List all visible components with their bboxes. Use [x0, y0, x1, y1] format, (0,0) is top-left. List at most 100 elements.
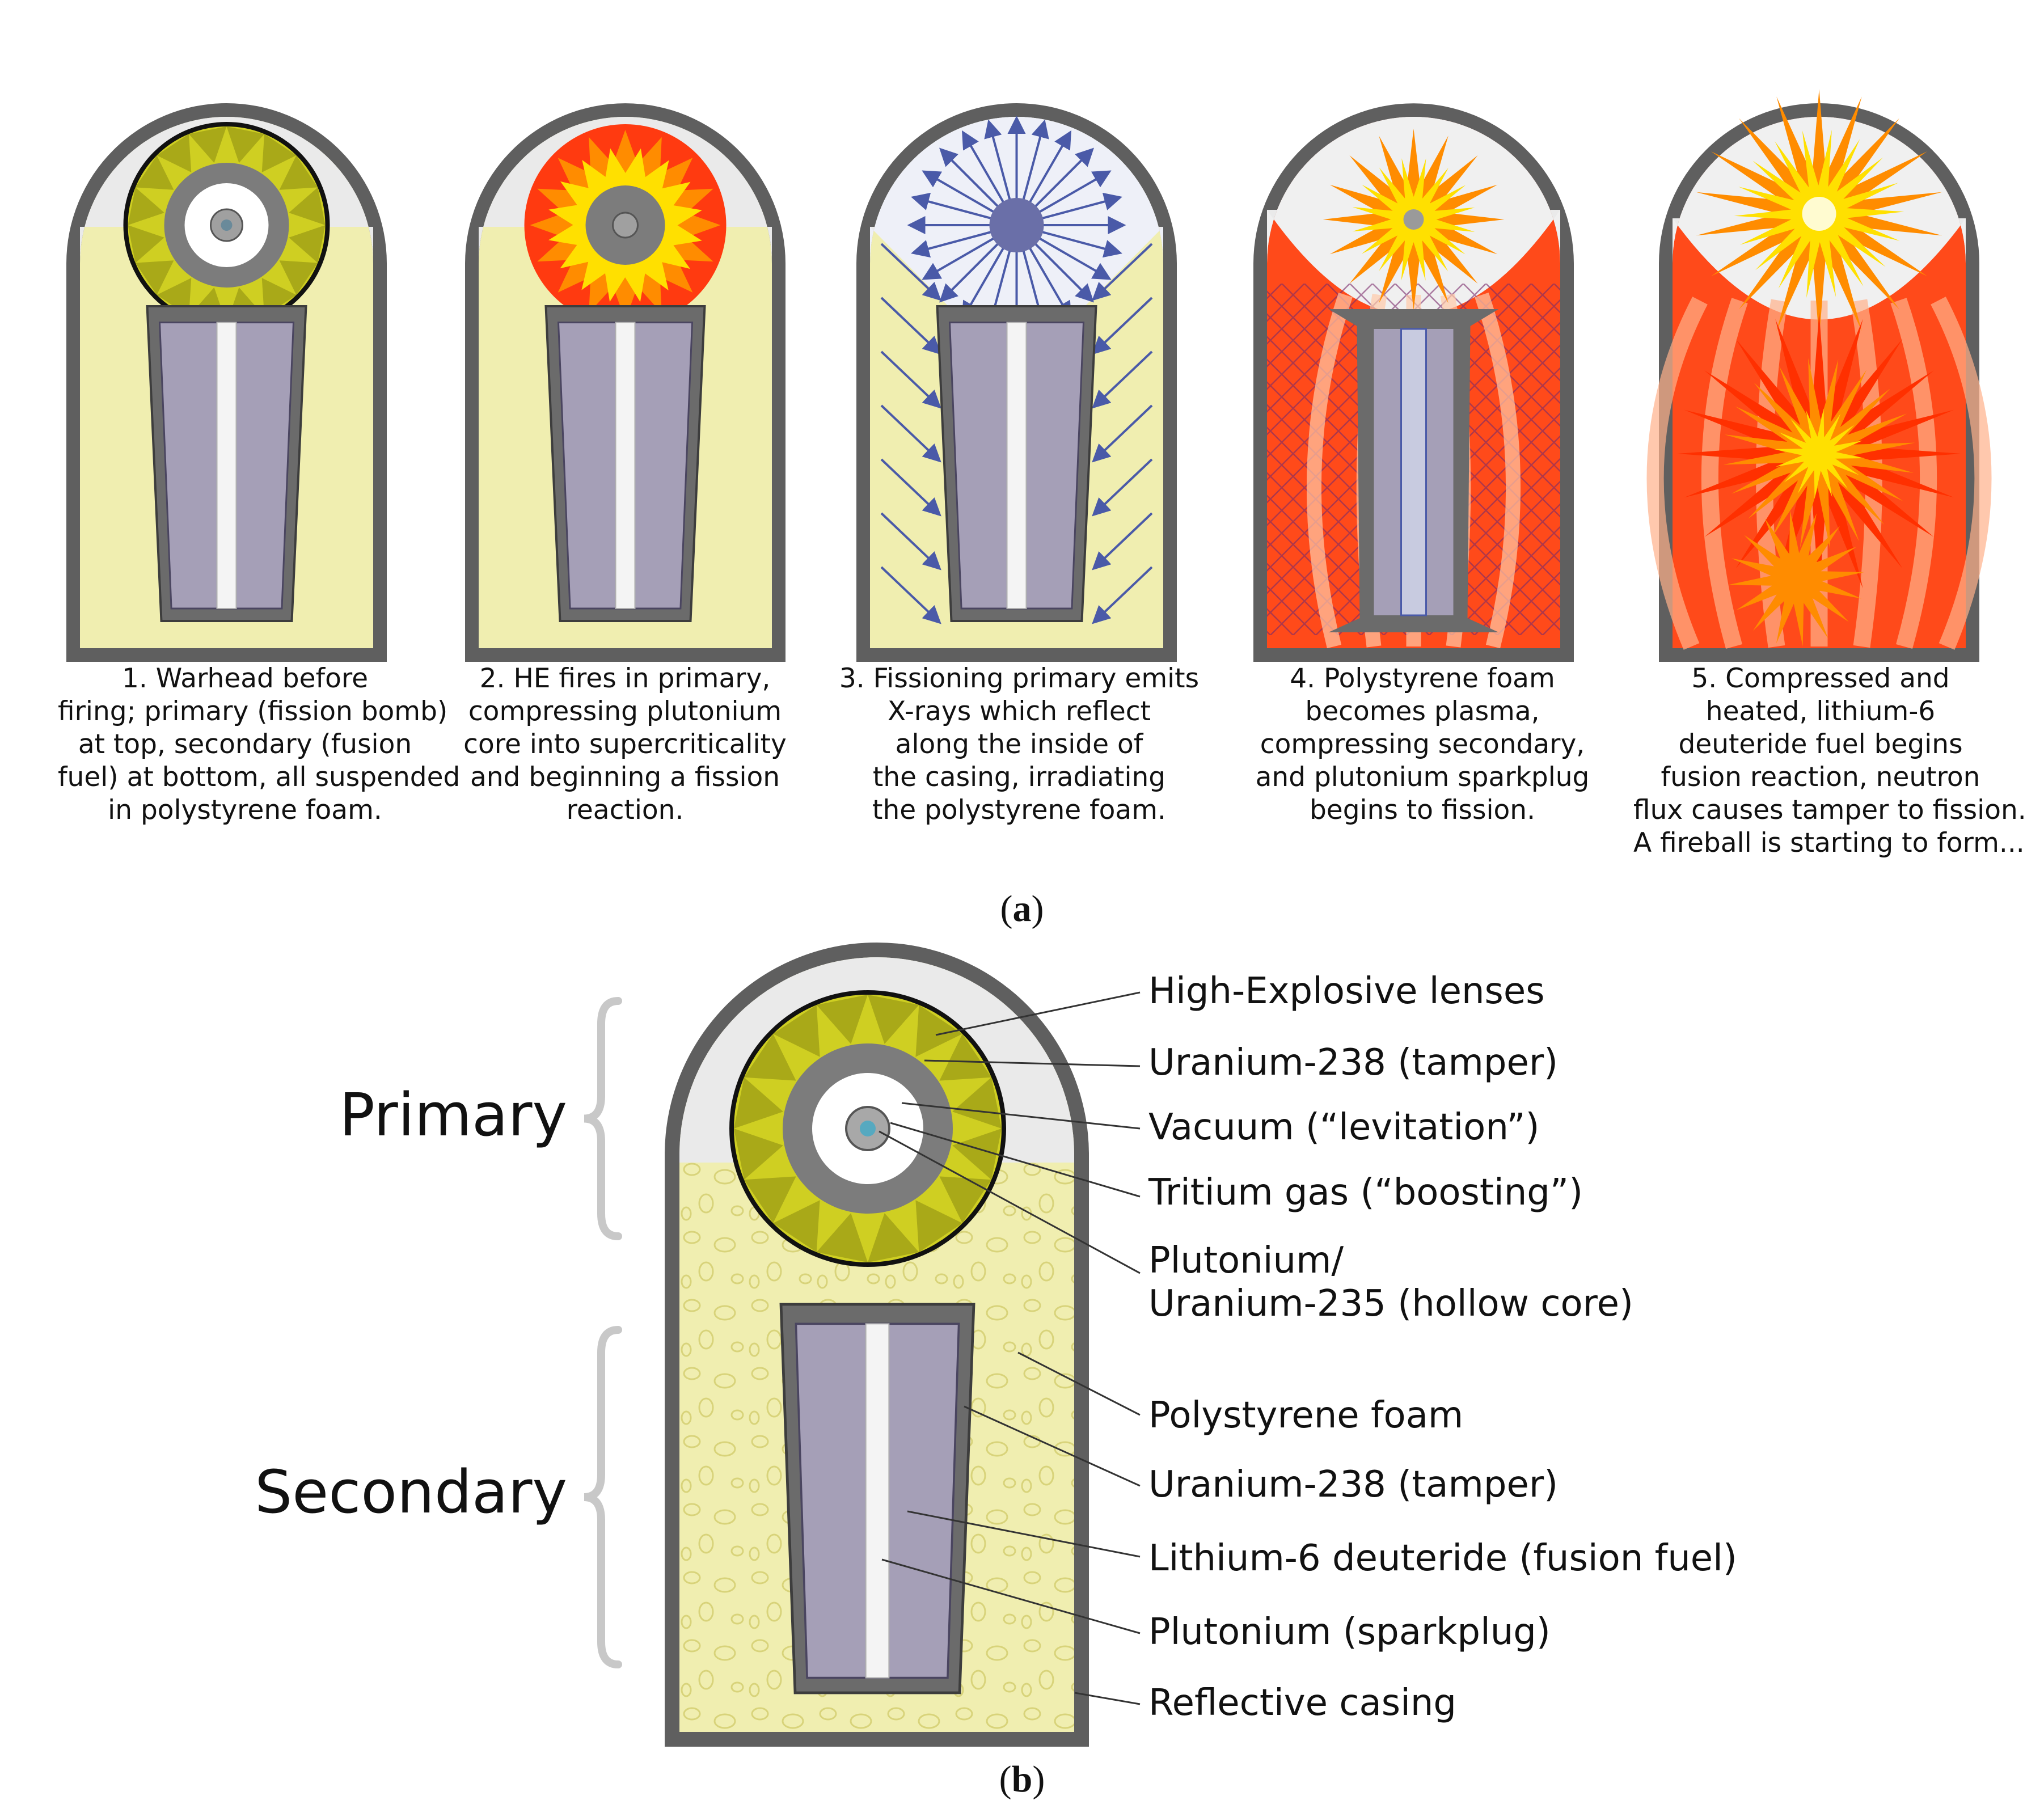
callout-vacuum: Vacuum (“levitation”)	[1148, 1106, 1540, 1149]
callout-line: Plutonium/	[1148, 1240, 1344, 1282]
caption-line: 5. Compressed and	[1691, 663, 1950, 694]
caption-line: 4. Polystyrene foam	[1290, 663, 1555, 694]
callout-tritium-gas: Tritium gas (“boosting”)	[1148, 1171, 1583, 1214]
callout-reflective-casing: Reflective casing	[1148, 1681, 1456, 1725]
leader-line	[881, 1558, 1141, 1634]
stage-4-drawing	[1253, 103, 1574, 662]
callout-u238-tamper-primary: Uranium-238 (tamper)	[1148, 1041, 1558, 1084]
he-lens-wedge	[135, 155, 174, 190]
leader-line	[935, 991, 1141, 1036]
plasma-stream	[1475, 292, 1521, 649]
he-lens-wedge	[939, 1034, 991, 1081]
tritium-gas	[221, 219, 233, 231]
reflected-xray	[880, 243, 941, 301]
callout-lithium-deuteride: Lithium-6 deuteride (fusion fuel)	[1148, 1537, 1737, 1580]
reflected-xray	[880, 458, 941, 517]
panel-a-stage-drawings	[66, 89, 1992, 662]
primary-remnant	[1403, 209, 1424, 230]
caption-line: begins to fission.	[1309, 795, 1536, 826]
caption-line: along the inside of	[895, 729, 1143, 760]
he-lens-wedge	[952, 1077, 1002, 1129]
caption-line: 1. Warhead before	[121, 663, 369, 694]
reflected-xray	[1092, 458, 1153, 517]
leader-line	[1074, 1692, 1141, 1705]
caption-line: core into supercriticality	[463, 729, 787, 760]
callout-plutonium-core: Plutonium/Uranium-235 (hollow core)	[1148, 1239, 1633, 1325]
plasma-stream	[1701, 298, 1748, 649]
he-lens-wedge	[289, 187, 326, 225]
plutonium-core	[612, 212, 639, 239]
reflected-xray	[880, 404, 941, 463]
plasma-stream	[1306, 292, 1353, 649]
callout-line: Reflective casing	[1148, 1682, 1457, 1724]
fireball-core	[1802, 197, 1836, 231]
he-lens-wedge	[734, 1077, 783, 1129]
he-lens-wedge	[915, 1005, 962, 1057]
callout-line: High-Explosive lenses	[1148, 970, 1545, 1012]
caption-line: X-rays which reflect	[887, 696, 1151, 727]
caption-line: compressing secondary,	[1260, 729, 1585, 760]
reflected-xray	[880, 350, 941, 409]
he-lens-wedge	[744, 1176, 796, 1223]
panel-a-label: (a)	[1000, 888, 1044, 929]
he-lens-wedge	[773, 1005, 820, 1057]
callout-polystyrene-foam: Polystyrene foam	[1148, 1394, 1463, 1437]
he-lens-wedge	[868, 1213, 919, 1262]
he-lens-wedge	[135, 260, 174, 295]
reflected-xray	[1092, 297, 1153, 355]
stage-2-drawing	[465, 103, 785, 662]
he-lens-wedge	[939, 1176, 991, 1223]
caption-line: and beginning a fission	[470, 762, 780, 793]
he-lens-wedge	[128, 187, 164, 225]
leader-line	[1017, 1351, 1141, 1416]
caption-line: at top, secondary (fusion	[78, 729, 412, 760]
stage-1-drawing	[66, 103, 387, 662]
plasma-stream	[1646, 297, 1708, 650]
callout-plutonium-sparkplug: Plutonium (sparkplug)	[1148, 1611, 1551, 1654]
sparkplug	[865, 1323, 890, 1679]
caption-line: deuteride fuel begins	[1678, 729, 1963, 760]
caption-line: 2. HE fires in primary,	[479, 663, 771, 694]
he-lens-wedge	[952, 1129, 1002, 1180]
he-lens-wedge	[279, 260, 318, 295]
caption-line: becomes plasma,	[1305, 696, 1540, 727]
reflected-xray	[1092, 243, 1153, 301]
tamper-fission	[1729, 510, 1864, 646]
stage-5-drawing	[1646, 89, 1992, 662]
he-lens-wedge	[744, 1034, 796, 1081]
sparkplug	[216, 322, 237, 609]
caption-line: heated, lithium-6	[1705, 696, 1936, 727]
sparkplug	[1006, 322, 1027, 609]
reflected-xray	[1092, 404, 1153, 463]
tritium-gas	[860, 1121, 876, 1136]
he-lens-wedge	[734, 1129, 783, 1180]
caption-line: reaction.	[566, 795, 684, 826]
caption-line: in polystyrene foam.	[108, 795, 382, 826]
sparkplug	[615, 322, 636, 609]
bracket	[584, 997, 622, 1240]
fissioning-core	[989, 198, 1044, 252]
callout-line: Tritium gas (“boosting”)	[1148, 1172, 1583, 1214]
caption-line: compressing plutonium	[468, 696, 782, 727]
fissioning-sparkplug	[1400, 328, 1427, 616]
reflected-xray	[1092, 566, 1153, 624]
callout-line: Uranium-238 (tamper)	[1148, 1042, 1559, 1084]
he-lens-wedge	[279, 155, 318, 190]
plasma-stream	[1931, 297, 1992, 650]
leader-line	[890, 1122, 1141, 1198]
caption-line: flux causes tamper to fission.	[1633, 795, 2026, 826]
callout-line: Uranium-235 (hollow core)	[1148, 1283, 1633, 1325]
panel-b-labeled-warhead	[584, 943, 1141, 1747]
panel-b-label: (b)	[999, 1759, 1045, 1800]
leader-line	[901, 1102, 1141, 1130]
he-lens-wedge	[773, 1200, 820, 1252]
reflected-xray	[880, 512, 941, 571]
caption-line: the casing, irradiating	[872, 762, 1166, 793]
he-lens-wedge	[261, 134, 297, 172]
callout-line: Vacuum (“levitation”)	[1148, 1106, 1540, 1148]
he-lens-wedge	[816, 995, 868, 1044]
